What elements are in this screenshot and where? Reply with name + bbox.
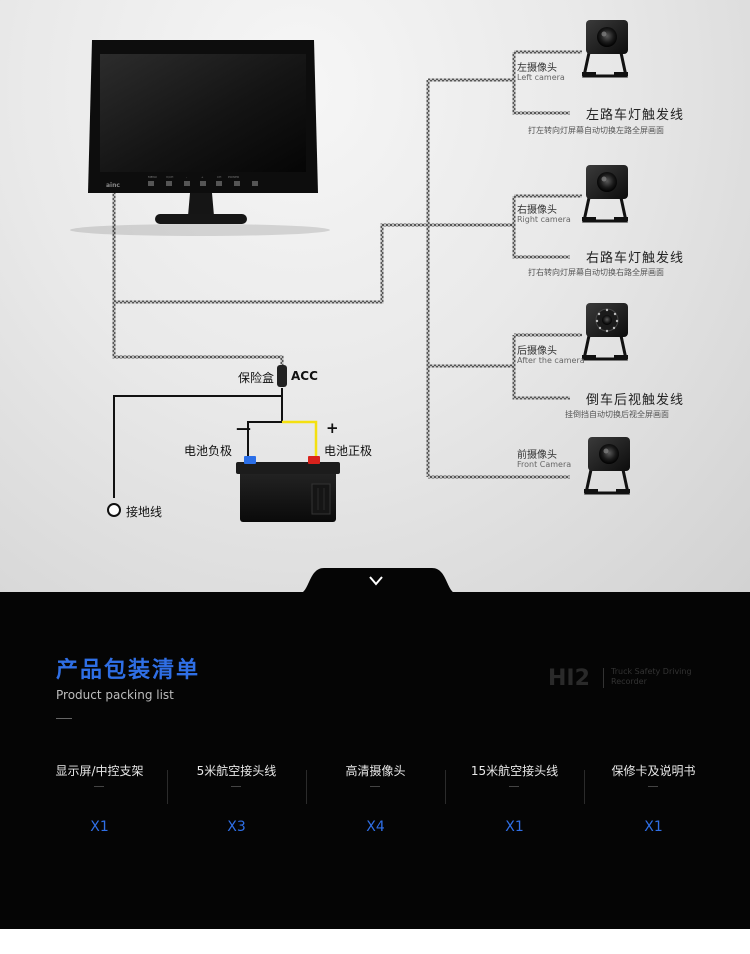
fuse-box-label: 保险盒 xyxy=(238,371,275,385)
left-trigger-desc: 打左转向灯屏幕自动切换左路全屏画面 xyxy=(528,126,664,135)
plus-sign: + xyxy=(326,419,339,437)
divider xyxy=(648,786,658,787)
divider xyxy=(94,786,104,787)
left-camera-label-en: Left camera xyxy=(517,73,565,82)
acc-label: ACC xyxy=(291,369,318,383)
packing-list-section xyxy=(0,592,750,929)
packing-subtitle: Product packing list xyxy=(56,688,174,702)
packing-item-name: 保修卡及说明书 xyxy=(611,764,696,778)
right-trigger-title: 右路车灯触发线 xyxy=(586,251,685,266)
battery-negative-label: 电池负极 xyxy=(184,444,233,458)
divider xyxy=(56,718,72,719)
fuse-box-icon xyxy=(277,365,287,387)
packing-item-name: 高清摄像头 xyxy=(345,764,406,778)
divider xyxy=(509,786,519,787)
packing-item-qty: X1 xyxy=(644,819,663,835)
packing-item-name: 显示屏/中控支架 xyxy=(55,764,144,778)
divider xyxy=(306,770,307,804)
chevron-down-icon[interactable] xyxy=(368,574,384,588)
front-camera-label-en: Front Camera xyxy=(517,460,572,469)
left-camera-icon xyxy=(582,20,628,78)
front-camera-label: 前摄像头 xyxy=(517,450,557,461)
rear-camera-icon xyxy=(582,303,628,361)
packing-item-name: 5米航空接头线 xyxy=(196,764,277,778)
braided-cables xyxy=(112,50,582,479)
ground-terminal-icon xyxy=(107,503,121,517)
divider xyxy=(167,770,168,804)
packing-item: 高清摄像头 X4 xyxy=(306,762,445,852)
rear-camera-label: 后摄像头 xyxy=(517,346,557,357)
battery-positive-label: 电池正极 xyxy=(324,444,373,458)
packing-item: 显示屏/中控支架 X1 xyxy=(30,762,169,852)
left-camera-label: 左摄像头 xyxy=(517,63,557,74)
right-camera-icon xyxy=(582,165,628,223)
divider xyxy=(584,770,585,804)
packing-item-name: 15米航空接头线 xyxy=(470,764,559,778)
brand-subtitle: Truck Safety Driving Recorder xyxy=(611,667,692,686)
brand-logo: HI2 xyxy=(548,666,590,691)
left-trigger-title: 左路车灯触发线 xyxy=(586,108,685,123)
power-wires xyxy=(107,388,318,517)
packing-item-qty: X3 xyxy=(227,819,246,835)
packing-title: 产品包装清单 xyxy=(56,658,201,683)
monitor-button-label: V/CH xyxy=(166,175,173,179)
monitor-brand: ainc xyxy=(106,182,120,189)
monitor-icon: ainc MENU V/CH - + CH POWER xyxy=(70,40,330,236)
right-trigger-desc: 打右转向灯屏幕自动切换右路全屏画面 xyxy=(528,268,664,277)
packing-item: 保修卡及说明书 X1 xyxy=(584,762,723,852)
right-camera-label: 右摄像头 xyxy=(517,205,557,216)
monitor-button-label: - xyxy=(186,175,187,179)
ground-label: 接地线 xyxy=(126,505,163,519)
packing-item: 15米航空接头线 X1 xyxy=(445,762,584,852)
packing-item-qty: X4 xyxy=(366,819,385,835)
battery-icon xyxy=(236,456,340,522)
divider xyxy=(231,786,241,787)
monitor-button-label: POWER xyxy=(228,175,239,179)
divider xyxy=(603,668,604,688)
packing-item: 5米航空接头线 X3 xyxy=(167,762,306,852)
right-camera-label-en: Right camera xyxy=(517,215,571,224)
rear-trigger-desc: 挂倒挡自动切换后视全屏画面 xyxy=(565,410,669,419)
divider xyxy=(370,786,380,787)
divider xyxy=(445,770,446,804)
front-camera-icon xyxy=(584,437,630,495)
packing-item-qty: X1 xyxy=(90,819,109,835)
minus-sign: — xyxy=(236,419,251,437)
monitor-button-label: CH xyxy=(217,175,221,179)
packing-item-qty: X1 xyxy=(505,819,524,835)
monitor-button-label: MENU xyxy=(148,175,157,179)
monitor-button-label: + xyxy=(201,175,204,179)
rear-trigger-title: 倒车后视触发线 xyxy=(586,393,685,408)
rear-camera-label-en: After the camera xyxy=(517,356,585,365)
wiring-diagram: ainc MENU V/CH - + CH POWER xyxy=(70,20,630,522)
